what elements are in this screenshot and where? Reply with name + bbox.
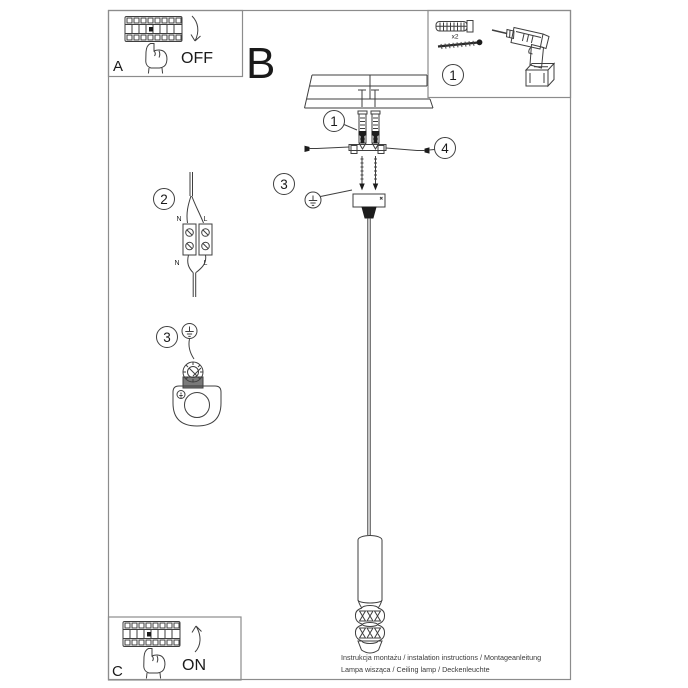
panel-c-frame — [107, 616, 242, 681]
neutral-label-bottom: N — [174, 260, 179, 267]
panel-a-label: A — [113, 58, 123, 75]
panel-a-frame — [107, 9, 244, 78]
wiring-detail: 2 N L N L — [153, 172, 213, 297]
callout-4-number: 4 — [441, 141, 449, 156]
switch-off-label: OFF — [181, 50, 213, 67]
mounting-screws — [358, 131, 380, 144]
canopy-rods — [359, 156, 379, 191]
footer-line-1: Instrukcja montażu / instalation instruc… — [341, 653, 541, 662]
canopy — [352, 193, 386, 219]
tools-callout-1: 1 — [442, 64, 464, 86]
bracket-side-screws — [304, 145, 430, 154]
callout-3-main: 3 — [273, 173, 295, 195]
callout-1-number: 1 — [330, 114, 338, 129]
arrow-down-icon — [190, 15, 201, 42]
wire-split-top — [186, 195, 204, 224]
earth-symbol-detail — [181, 323, 198, 339]
lamp-cable — [192, 272, 197, 297]
lamp-ornament-row-2 — [354, 622, 386, 644]
lamp-ornament-row-1 — [354, 605, 386, 627]
callout-3-detail-number: 3 — [163, 330, 171, 345]
callout-3-number: 3 — [280, 177, 288, 192]
lamp-body — [354, 535, 386, 654]
callout-1: 1 — [323, 110, 358, 132]
ground-screw — [182, 361, 204, 389]
callout-4: 4 — [428, 137, 456, 159]
callout-3-detail: 3 — [156, 326, 178, 348]
mounting-bracket — [348, 144, 387, 154]
callout-2-number: 2 — [160, 192, 168, 207]
wall-plug-icon — [435, 20, 474, 33]
drill-icon — [491, 26, 556, 88]
panel-c: ON C — [107, 616, 242, 681]
live-label-top: L — [204, 216, 208, 223]
live-label-bottom: L — [204, 260, 208, 267]
tools-callout-1-number: 1 — [449, 68, 457, 83]
earth-glyph — [308, 195, 318, 206]
suspension-cable — [367, 218, 371, 535]
panel-b-frame — [107, 9, 572, 681]
lamp-bottom-cap — [357, 640, 383, 654]
earth-symbol-main — [304, 189, 353, 209]
supply-cable — [189, 172, 193, 196]
ceiling-slab — [304, 74, 434, 109]
ceiling-screw-holes — [358, 89, 379, 107]
tools-panel-frame — [427, 9, 572, 99]
terminal-block — [182, 223, 213, 256]
footer-line-2: Lampa wisząca / Ceiling lamp / Deckenleu… — [341, 665, 490, 674]
panel-b-label: B — [246, 39, 275, 88]
wire-split-bottom — [187, 254, 207, 273]
switch-on-label: ON — [182, 657, 206, 674]
earth-glyph — [184, 326, 195, 337]
arrow-up-icon — [191, 625, 202, 653]
breaker-panel-icon — [124, 16, 183, 74]
tools-panel: x2 1 — [427, 9, 572, 99]
grounding-detail: 3 — [156, 323, 222, 427]
neutral-label-top: N — [176, 216, 181, 223]
ground-wire — [188, 338, 195, 360]
footer: Instrukcja montażu / instalation instruc… — [341, 653, 541, 674]
mounting-plate — [172, 385, 222, 427]
breaker-panel-icon — [122, 621, 181, 679]
screw-icon — [437, 39, 483, 50]
panel-c-label: C — [112, 663, 123, 680]
anchor-qty-label: x2 — [452, 34, 459, 41]
callout-2: 2 — [153, 188, 175, 210]
panel-a: OFF A — [107, 9, 244, 78]
